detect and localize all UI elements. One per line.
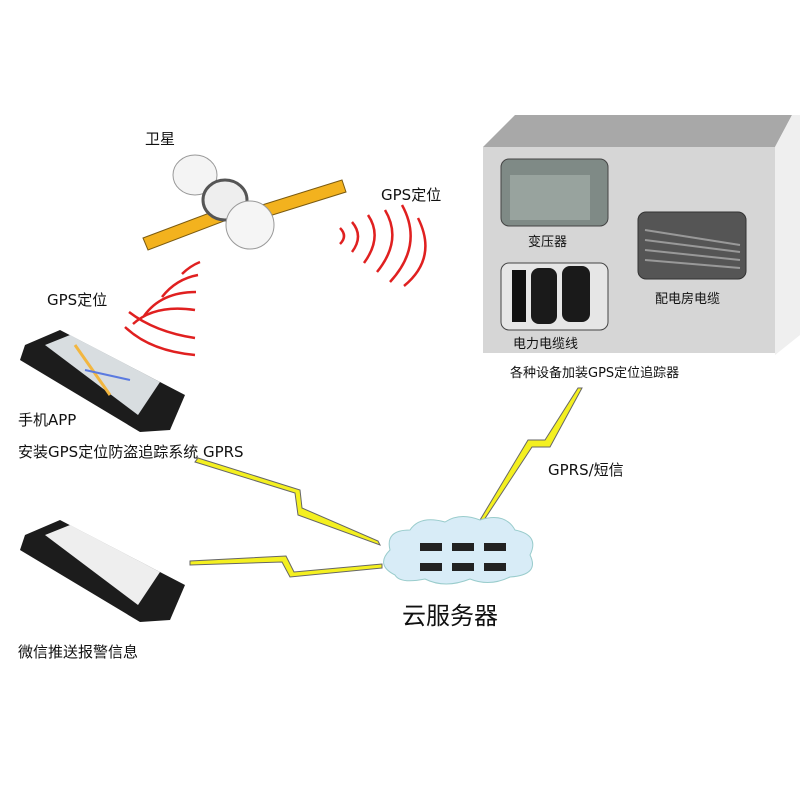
lightning-wechat-cloud-icon xyxy=(189,555,383,578)
phone-wechat-icon xyxy=(20,520,185,622)
satellite-label: 卫星 xyxy=(145,130,176,148)
power-cable-label: 电力电缆线 xyxy=(513,337,579,352)
cloud-label: 云服务器 xyxy=(402,602,498,630)
lightning-box-cloud-icon xyxy=(479,387,583,521)
phone-app-label: 手机APP xyxy=(18,411,77,429)
gprs-sms-label: GPRS/短信 xyxy=(548,461,624,479)
lightning-app-cloud-icon xyxy=(194,457,382,546)
gps-right-label: GPS定位 xyxy=(381,186,442,204)
phone-app-caption: 安装GPS定位防盗追踪系统 GPRS xyxy=(18,443,244,461)
gps-left-label: GPS定位 xyxy=(47,291,108,309)
satellite-icon xyxy=(142,154,347,251)
equipment-box-caption: 各种设备加装GPS定位追踪器 xyxy=(510,366,680,381)
gps-signal-left-icon xyxy=(124,260,201,357)
cloud-server-icon xyxy=(383,516,534,585)
equipment-box xyxy=(483,115,800,355)
distribution-cable-label: 配电房电缆 xyxy=(655,292,721,307)
wechat-label: 微信推送报警信息 xyxy=(18,643,139,661)
transformer-label: 变压器 xyxy=(528,235,568,250)
gps-signal-right-icon xyxy=(339,204,427,287)
phone-app-icon xyxy=(20,330,185,432)
